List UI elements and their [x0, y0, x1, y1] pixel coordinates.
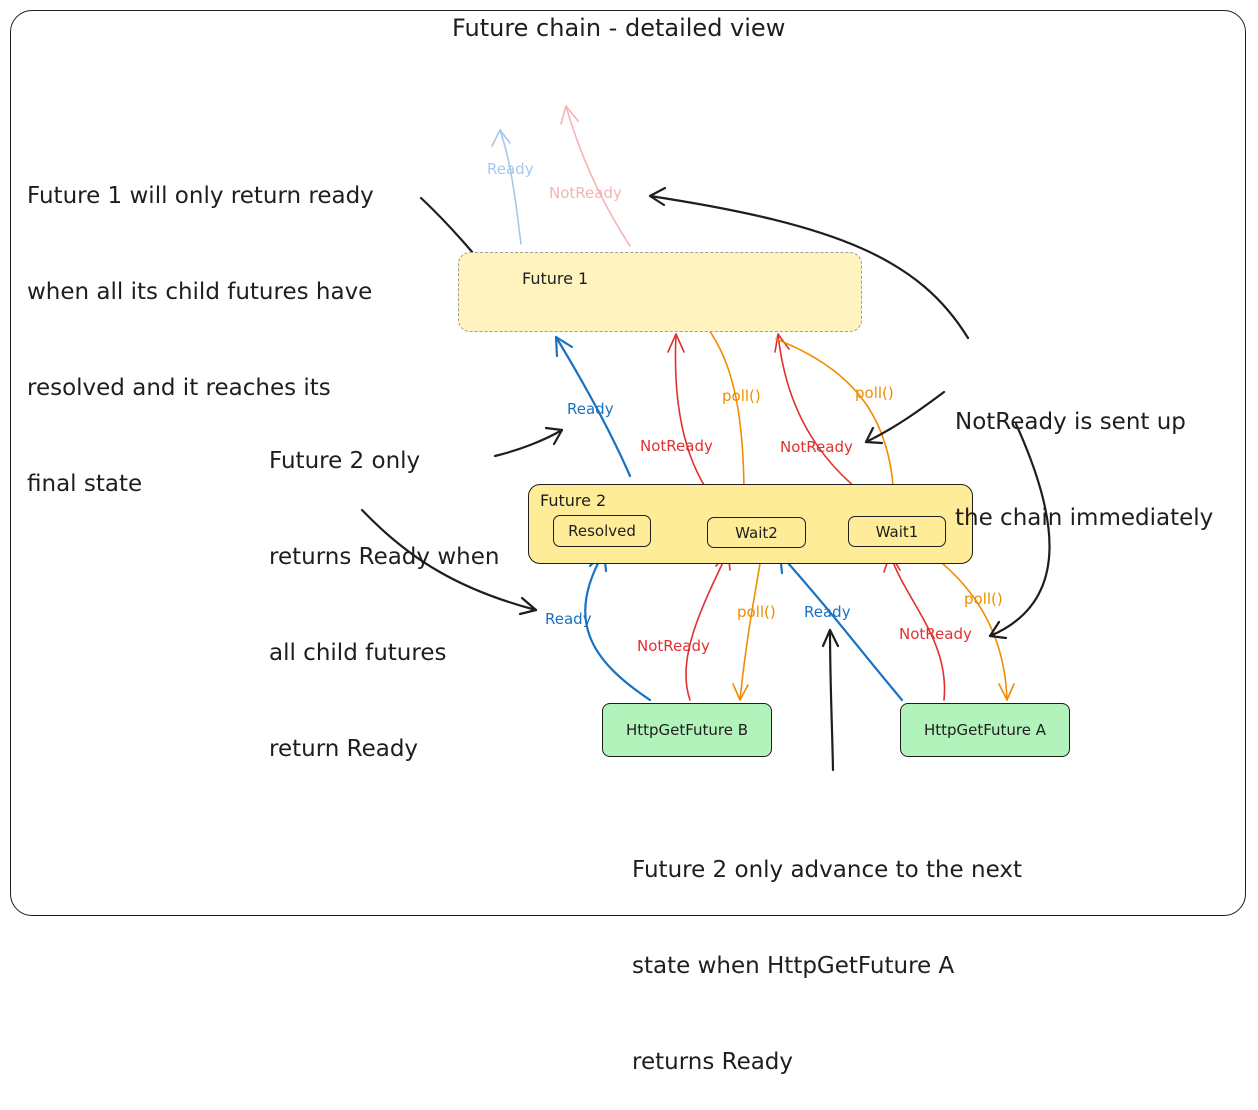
future2-note-line: returns Ready when — [269, 544, 500, 570]
http-b-not-ready-arrow — [685, 551, 731, 701]
future2-note-arrow-ready — [493, 426, 564, 458]
not-ready-note-arrow-mid — [864, 390, 946, 445]
state-resolved-label: Resolved — [568, 522, 636, 540]
advance-note-line: state when HttpGetFuture A — [632, 953, 955, 979]
future1-note-line: resolved and it reaches its — [27, 375, 331, 401]
state-wait2: Wait2 — [707, 517, 806, 548]
top-ready-label: Ready — [487, 160, 534, 178]
http-a-poll-arrow — [927, 551, 1015, 701]
wait1-poll-label: poll() — [855, 384, 894, 402]
future1-note-line: final state — [27, 471, 143, 497]
future2-label: Future 2 — [540, 491, 607, 510]
wait1-not-ready-label: NotReady — [780, 438, 853, 456]
http-b-poll-arrow — [732, 551, 763, 701]
future1-note-line: when all its child futures have — [27, 279, 373, 305]
http-b-poll-label: poll() — [737, 603, 776, 621]
http-b-not-ready-label: NotReady — [637, 637, 710, 655]
not-ready-note-arrow-top — [648, 186, 970, 340]
future2-note-line: all child futures — [269, 640, 447, 666]
state-wait1-label: Wait1 — [875, 522, 919, 541]
future2-ready-arrow — [554, 335, 632, 478]
state-wait1: Wait1 — [848, 516, 946, 547]
not-ready-note: NotReady is sent up the chain immediatel… — [955, 342, 1213, 566]
wait2-not-ready-label: NotReady — [640, 437, 713, 455]
future1-box: Future 1 — [458, 252, 862, 332]
http-a-poll-label: poll() — [964, 590, 1003, 608]
state-wait2-label: Wait2 — [735, 523, 778, 542]
diagram-frame — [10, 10, 1246, 916]
http-get-future-b-label: HttpGetFuture B — [625, 721, 749, 739]
future2-note-line: return Ready — [269, 736, 419, 762]
http-get-future-b-box: HttpGetFuture B — [602, 703, 772, 757]
diagram-title: Future chain - detailed view — [452, 14, 786, 42]
top-not-ready-label: NotReady — [549, 184, 622, 202]
future1-note-line: Future 1 will only return ready — [27, 183, 374, 209]
future2-ready-label: Ready — [567, 400, 614, 418]
http-a-ready-label: Ready — [804, 603, 851, 621]
top-not-ready-arrow — [560, 105, 631, 247]
not-ready-note-arrow-low — [988, 422, 1051, 640]
http-get-future-a-label: HttpGetFuture A — [923, 721, 1047, 739]
state-resolved: Resolved — [553, 515, 651, 547]
http-b-ready-arrow — [584, 550, 652, 702]
top-ready-arrow — [491, 129, 522, 245]
wait2-poll-label: poll() — [722, 387, 761, 405]
not-ready-note-line: NotReady is sent up — [955, 409, 1186, 435]
future1-note: Future 1 will only return ready when all… — [27, 116, 374, 532]
advance-note-line: Future 2 only advance to the next — [632, 857, 1022, 883]
http-get-future-a-box: HttpGetFuture A — [900, 703, 1070, 757]
future1-label: Future 1 — [522, 269, 589, 288]
advance-note-line: returns Ready — [632, 1049, 794, 1075]
future2-note-line: Future 2 only — [269, 448, 421, 474]
http-b-ready-label: Ready — [545, 610, 592, 628]
advance-note-arrow — [821, 628, 840, 772]
http-a-not-ready-label: NotReady — [899, 625, 972, 643]
future2-note: Future 2 only returns Ready when all chi… — [269, 381, 499, 797]
http-a-ready-arrow — [778, 552, 904, 702]
future2-note-arrow-low — [360, 508, 538, 616]
not-ready-note-line: the chain immediately — [955, 505, 1214, 531]
advance-note: Future 2 only advance to the next state … — [632, 790, 1022, 1110]
